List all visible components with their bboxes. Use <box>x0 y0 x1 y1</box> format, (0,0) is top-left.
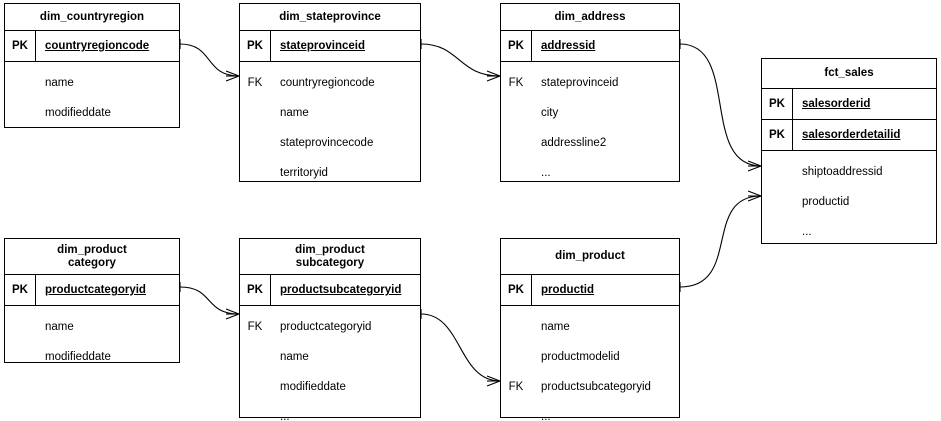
attribute-name: productcategoryid <box>280 321 372 333</box>
key-row[interactable]: PK addressid <box>501 31 679 62</box>
cardinality-many-marker <box>486 75 501 82</box>
attribute-name: modifieddate <box>280 381 346 393</box>
key-badge: PK <box>240 31 271 61</box>
cardinality-many-marker <box>747 195 762 202</box>
relationship-product-to-sales[interactable] <box>679 190 762 292</box>
relationship-line[interactable] <box>679 195 762 288</box>
entity-title-dim_countryregion: dim_countryregion <box>5 4 179 31</box>
key-column-name: addressid <box>541 40 596 52</box>
attribute-badge: FK <box>508 77 524 89</box>
entity-title-fct_sales: fct_sales <box>762 59 936 89</box>
entity-title-dim_address: dim_address <box>501 4 679 31</box>
attribute-name: ... <box>280 411 290 421</box>
attribute-name: addressline2 <box>541 137 607 149</box>
attribute-name: ... <box>802 226 812 238</box>
cardinality-many-marker <box>486 70 501 77</box>
key-row[interactable]: PK productsubcategoryid <box>240 275 420 306</box>
cardinality-many-marker <box>225 70 240 77</box>
key-badge: PK <box>762 89 793 119</box>
attribute-name: name <box>280 107 309 119</box>
attribute-name: shiptoaddressid <box>802 166 883 178</box>
attribute-name: ... <box>541 411 551 421</box>
attribute-badge: FK <box>247 321 263 333</box>
attribute-name: countryregioncode <box>280 77 375 89</box>
key-column-name: salesorderdetailid <box>802 129 901 141</box>
attribute-name: modifieddate <box>45 107 111 119</box>
attribute-name: ... <box>541 167 551 179</box>
attribute-name: name <box>541 321 570 333</box>
key-row[interactable]: PK countryregioncode <box>5 31 179 62</box>
relationship-stateprovince-to-address[interactable] <box>420 39 501 82</box>
attribute-badge: FK <box>247 77 263 89</box>
cardinality-many-marker <box>747 165 762 172</box>
key-badge: PK <box>5 31 36 61</box>
relationship-line[interactable] <box>420 313 501 382</box>
key-row[interactable]: PK productid <box>501 275 679 306</box>
key-column-name: salesorderid <box>802 98 871 110</box>
key-column-name: productcategoryid <box>45 284 146 296</box>
relationship-line[interactable] <box>179 43 240 77</box>
cardinality-many-marker <box>747 190 762 197</box>
key-row[interactable]: PK salesorderdetailid <box>762 120 936 151</box>
attribute-name: productsubcategoryid <box>541 381 651 393</box>
cardinality-many-marker <box>486 375 501 382</box>
entity-title-dim_productcategory: dim_product category <box>5 239 179 275</box>
cardinality-many-marker <box>486 380 501 387</box>
attribute-badge: FK <box>508 381 524 393</box>
relationship-address-to-sales[interactable] <box>679 39 762 172</box>
attribute-name: stateprovinceid <box>541 77 619 89</box>
cardinality-many-marker <box>225 75 240 82</box>
attribute-name: productid <box>802 196 850 208</box>
relationship-countryregion-to-stateprovince[interactable] <box>179 39 240 82</box>
key-column-name: countryregioncode <box>45 40 150 52</box>
relationship-line[interactable] <box>420 43 501 77</box>
key-badge: PK <box>762 120 793 150</box>
cardinality-many-marker <box>225 308 240 315</box>
key-row[interactable]: PK salesorderid <box>762 89 936 120</box>
entity-title-dim_productsubcategory: dim_product subcategory <box>240 239 420 275</box>
key-column-name: stateprovinceid <box>280 40 365 52</box>
attribute-name: territoryid <box>280 167 328 179</box>
relationship-line[interactable] <box>679 43 762 167</box>
cardinality-many-marker <box>225 313 240 320</box>
attribute-name: name <box>45 77 74 89</box>
key-badge: PK <box>501 275 532 305</box>
relationship-line[interactable] <box>179 286 240 315</box>
attribute-name: name <box>45 321 74 333</box>
key-badge: PK <box>501 31 532 61</box>
attribute-name: stateprovincecode <box>280 137 374 149</box>
attribute-name: modifieddate <box>45 351 111 363</box>
key-badge: PK <box>240 275 271 305</box>
key-row[interactable]: PK productcategoryid <box>5 275 179 306</box>
key-column-name: productsubcategoryid <box>280 284 402 296</box>
key-badge: PK <box>5 275 36 305</box>
key-row[interactable]: PK stateprovinceid <box>240 31 420 62</box>
relationship-subcategory-to-product[interactable] <box>420 309 501 387</box>
relationship-productcategory-to-subcategory[interactable] <box>179 282 240 320</box>
key-column-name: productid <box>541 284 595 296</box>
attribute-name: city <box>541 107 559 119</box>
attribute-name: productmodelid <box>541 351 620 363</box>
cardinality-many-marker <box>747 160 762 167</box>
entity-title-dim_product: dim_product <box>501 239 679 275</box>
entity-title-dim_stateprovince: dim_stateprovince <box>240 4 420 31</box>
attribute-name: name <box>280 351 309 363</box>
